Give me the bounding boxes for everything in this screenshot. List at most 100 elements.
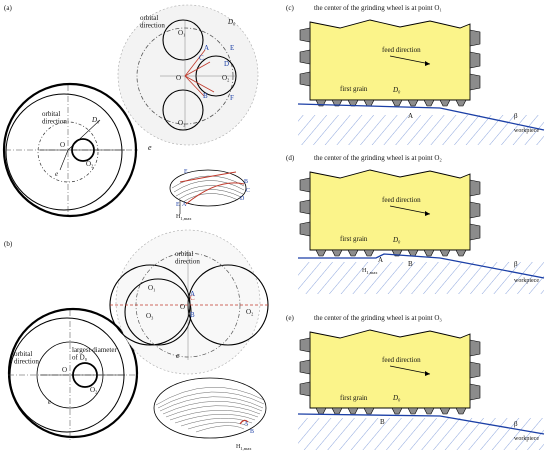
workpiece-label-e: workpiece: [514, 436, 539, 442]
wheel-outer-circle: [2, 82, 138, 218]
d0-label: D₀: [91, 116, 100, 124]
o2-label: O₂: [86, 160, 94, 168]
d0-d: D₀: [392, 236, 401, 244]
zoom-o3-label-b: O₃: [146, 312, 154, 320]
point-c-b: C: [190, 294, 195, 302]
zoom-o1-label-b: O₁: [148, 284, 156, 292]
zoom-o3-label: O₃: [178, 119, 186, 127]
hmax-b: H1,max: [236, 444, 252, 452]
point-c: C: [199, 54, 204, 62]
feed-arrowhead-e: [425, 371, 430, 376]
point-d: D: [224, 60, 229, 68]
hmax-d: H1,max: [362, 268, 378, 276]
ellipse-point-d: D: [240, 196, 245, 202]
first-grain-c: first grain: [340, 85, 368, 93]
ellipse-point-b: B: [244, 179, 248, 185]
d0-e: D₀: [392, 394, 401, 402]
point-e: E: [230, 44, 234, 52]
zoom-o-label-b: O: [180, 303, 185, 311]
e-label-b: e: [48, 398, 51, 406]
red-ray-3: [184, 75, 215, 93]
workpiece-label-d: workpiece: [514, 278, 539, 284]
panel-c-title: the center of the grinding wheel is at p…: [314, 4, 442, 12]
point-b-d: B: [408, 260, 413, 268]
workpiece-c: [298, 115, 544, 145]
panel-d-label: (d): [286, 154, 295, 162]
point-a-d: A: [378, 256, 383, 264]
red-ray-1: [184, 49, 206, 77]
workpiece-d: [298, 262, 544, 294]
panel-c: (c) the center of the grinding wheel is …: [286, 4, 545, 145]
feed-direction-d: feed direction: [382, 196, 421, 204]
beta-c: β: [514, 112, 518, 120]
o-label: O: [60, 141, 65, 149]
wheel-e: [309, 329, 471, 409]
ellipse-point-c: C: [246, 188, 250, 194]
zoom-o-label: O: [176, 74, 181, 82]
o2-label-b: O₂: [90, 386, 98, 394]
chip-ellipse-a: [169, 169, 247, 214]
circle-o3: [162, 89, 204, 131]
feed-arrowhead-d: [425, 211, 430, 216]
o-label-b: O: [62, 366, 67, 374]
panel-c-label: (c): [286, 4, 294, 12]
feed-arrow-e: [389, 365, 431, 375]
point-b-e: B: [380, 418, 385, 426]
wheel-outer-circle-b: [7, 307, 139, 439]
panel-d-title: the center of the grinding wheel is at p…: [314, 154, 442, 162]
point-b: B: [203, 92, 208, 100]
panel-a-label: (a): [4, 4, 12, 12]
point-a: A: [204, 44, 209, 52]
panel-b-label: (b): [4, 240, 13, 248]
grains-e: [299, 337, 481, 415]
e-leader: [59, 149, 69, 171]
d0-leader: [67, 119, 101, 151]
ellipse-point-b-b: B: [250, 429, 254, 435]
feed-direction-e: feed direction: [382, 356, 421, 364]
hmax-a: H1,max: [176, 214, 192, 222]
workpiece-e: [298, 418, 544, 450]
point-b-b: B: [190, 311, 195, 319]
panel-e-title: the center of the grinding wheel is at p…: [314, 314, 442, 322]
zoom-e-label-b: e: [176, 351, 180, 360]
red-ray-4: [184, 75, 205, 97]
feed-arrowhead-c: [425, 61, 430, 66]
first-grain-e: first grain: [340, 394, 368, 402]
circle-o3-b: [124, 278, 192, 346]
e-label: e: [55, 170, 58, 178]
panel-e-label: (e): [286, 314, 294, 322]
zoom-o2-label: O₂: [222, 74, 230, 82]
red-ray-2: [184, 61, 211, 77]
panel-e: (e) the center of the grinding wheel is …: [286, 314, 545, 450]
feed-arrow-c: [389, 55, 431, 65]
point-f: F: [230, 94, 234, 102]
workpiece-surface-e: [297, 413, 545, 435]
workpiece-surface-d: [298, 253, 545, 279]
ellipse-point-e2: E: [176, 202, 180, 208]
zoom-d0-label: D₀: [227, 18, 236, 26]
ellipse-point-a: A: [182, 202, 187, 208]
circle-o1: [162, 19, 204, 61]
wheel-c: [309, 19, 471, 101]
workpiece-label-c: workpiece: [514, 128, 539, 134]
panel-d: (d) the center of the grinding wheel is …: [286, 154, 545, 294]
feed-direction-c: feed direction: [382, 46, 421, 54]
zoom-o2-label-b: O₂: [246, 308, 254, 316]
chip-ellipse-b: [153, 377, 267, 439]
first-grain-d: first grain: [340, 235, 368, 243]
zoom-o1-label: O₁: [178, 29, 186, 37]
ellipse-point-a-b: A: [244, 421, 249, 427]
workpiece-surface-c: [297, 103, 545, 131]
beta-e: β: [514, 420, 518, 428]
wheel-d: [309, 169, 471, 251]
point-a-b: A: [190, 290, 195, 298]
point-a-c: A: [408, 112, 413, 120]
